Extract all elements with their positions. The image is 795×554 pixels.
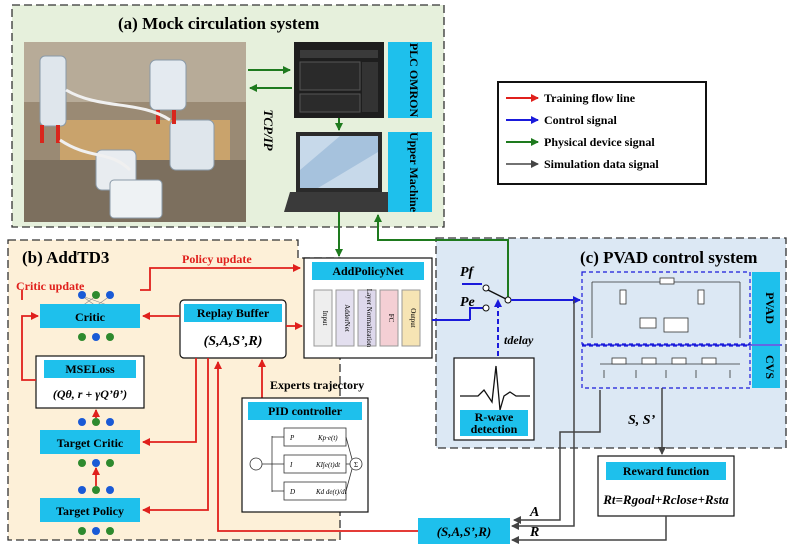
layer-input: Input <box>321 311 329 326</box>
legend-control-signal: Control signal <box>544 113 617 127</box>
pid-term-i: I <box>289 461 293 469</box>
bottom-tuple-label: (S,A,S’,R) <box>437 524 492 539</box>
blue-line-pe <box>469 307 484 320</box>
gray-arrow-reward-to-tuple <box>511 516 667 544</box>
target-critic-output-dots <box>78 459 114 467</box>
rwave-label: R-wave <box>475 410 514 424</box>
target-policy-network-icon <box>78 486 114 494</box>
red-arrow-mseloss-to-critic <box>21 312 39 381</box>
green-arrow-switch-to-laptop <box>374 214 509 300</box>
target-critic-network-icon <box>78 418 114 426</box>
addpolicynet-label: AddPolicyNet <box>332 264 403 278</box>
critic-output-dots <box>78 333 114 341</box>
critic-update-label: Critic update <box>16 279 85 293</box>
gray-arrow-s-to-bottom <box>513 390 601 524</box>
switch-contact-pe <box>482 304 490 312</box>
red-arrow-critic-policy-update <box>140 264 301 291</box>
legend-training-flow: Training flow line <box>544 91 636 105</box>
reward-formula: Rt=Rgoal+Rclose+Rsta <box>602 492 729 507</box>
target-critic-box <box>40 430 140 454</box>
cvs-tag: CVS <box>763 355 777 379</box>
layer-normalization: Layer Normalization <box>365 289 373 348</box>
target-policy-output-dots <box>78 527 114 535</box>
r-label: R <box>529 525 539 540</box>
pvad-title: (c) PVAD control system <box>580 248 757 267</box>
pid-gain-i: KI∫e(t)dt <box>315 461 341 469</box>
gray-arrow-switch-to-tuple <box>511 300 575 530</box>
laptop-device <box>284 132 394 212</box>
addtd3-title: (b) AddTD3 <box>22 248 109 267</box>
circuit-schematic <box>591 277 741 378</box>
legend: Training flow line Control signal Physic… <box>497 81 707 185</box>
critic-label: Critic <box>75 310 106 324</box>
replay-buffer-tuple: (S,A,S’,R) <box>204 334 263 349</box>
replay-buffer-label: Replay Buffer <box>197 306 270 320</box>
legend-physical-device: Physical device signal <box>544 135 655 149</box>
switch-pivot <box>504 296 512 304</box>
layer-output: Output <box>409 308 417 328</box>
pid-gain-p: Kp·e(t) <box>317 434 338 442</box>
switch-arm <box>487 289 507 300</box>
s-sprime-label: S, S’ <box>628 413 656 428</box>
addpolicynet-layers: Input AdderNet Layer Normalization FC Ou… <box>313 289 421 348</box>
pvad-tag: PVAD <box>763 292 777 324</box>
cvs-tag-box <box>752 346 780 388</box>
layer-fc: FC <box>387 314 395 323</box>
ecg-waveform <box>460 365 530 411</box>
cvs-circuit-box <box>581 345 751 389</box>
replay-buffer-title-box <box>184 304 282 322</box>
plc-label: PLC OMRON <box>407 43 421 118</box>
target-critic-label: Target Critic <box>57 436 124 450</box>
pvad-tag-box <box>752 272 780 344</box>
reward-function-label: Reward function <box>623 464 710 478</box>
red-arrow-replay-to-targetpolicy <box>142 358 209 514</box>
policy-update-label: Policy update <box>182 252 252 266</box>
experts-trajectory-label: Experts trajectory <box>270 378 364 392</box>
switch-contact-pf <box>482 284 490 292</box>
mseloss-formula: (Qθ, r + γQ’θ’) <box>53 387 127 401</box>
rwave-label-box <box>460 410 528 436</box>
a-label: A <box>529 505 539 520</box>
pid-controller-label: PID controller <box>268 404 343 418</box>
rwave-label-2: detection <box>471 422 518 436</box>
red-arrow-tuple-to-replay <box>214 361 418 532</box>
plc-label-box <box>388 42 432 118</box>
addpolicynet-title-box <box>312 262 424 280</box>
pf-label: Pf <box>460 265 475 280</box>
mock-circulation-photo <box>24 42 246 222</box>
plc-device <box>294 42 384 118</box>
target-policy-box <box>40 498 140 522</box>
upper-machine-label: Upper Machine <box>407 132 421 213</box>
layer-addernet: AdderNet <box>343 304 351 332</box>
reward-title-box <box>606 462 726 480</box>
pid-gain-d: Kd de(t)/dt <box>315 488 348 496</box>
mseloss-label: MSELoss <box>65 362 115 376</box>
critic-box <box>40 304 140 328</box>
tcpip-label: TCP/IP <box>261 109 276 151</box>
tdelay-label: tdelay <box>504 333 534 347</box>
upper-machine-label-box <box>388 132 432 212</box>
mock-title: (a) Mock circulation system <box>118 14 319 33</box>
pid-block-diagram: Σ P I D Kp·e(t) KI∫e(t)dt Kd de(t)/dt <box>249 427 363 501</box>
pid-title-box <box>248 402 362 420</box>
bottom-tuple-box <box>418 518 510 544</box>
legend-simulation-data: Simulation data signal <box>544 157 659 171</box>
target-policy-label: Target Policy <box>56 504 124 518</box>
mseloss-title-box <box>44 360 136 378</box>
pe-label: Pe <box>460 295 475 310</box>
pid-term-d: D <box>289 488 295 496</box>
red-arrow-replay-to-targetcritic <box>142 358 197 446</box>
pid-term-p: P <box>289 434 295 442</box>
svg-text:Σ: Σ <box>354 461 358 469</box>
